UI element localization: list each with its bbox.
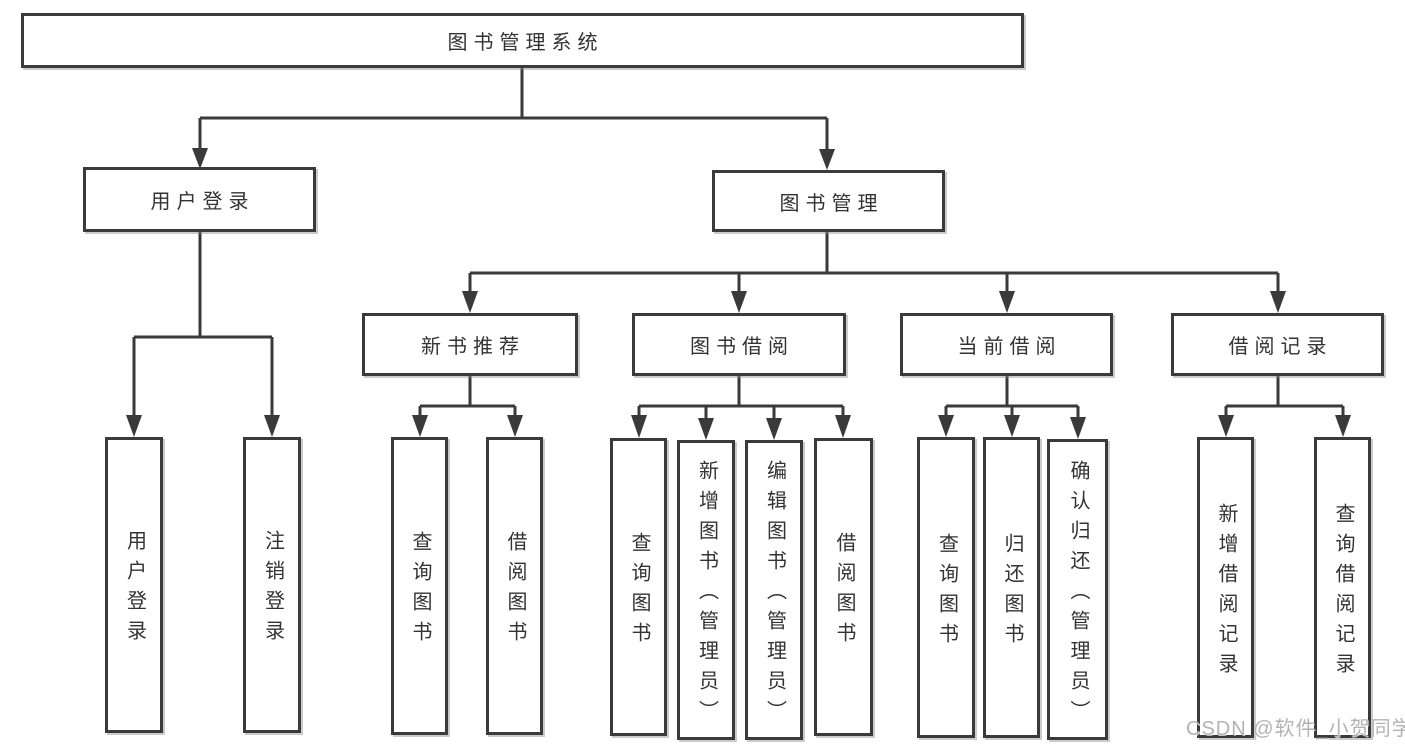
node-label: 用户登录 — [123, 530, 146, 650]
node-current-borrowing: 当前借阅 — [900, 313, 1113, 376]
node-label: 图书借阅 — [690, 336, 794, 358]
node-label: 新增借阅记录 — [1215, 502, 1237, 683]
connector-group-root — [192, 68, 835, 170]
node-cb-confirm-return-admin: 确认归还（管理员） — [1047, 439, 1108, 740]
connector-group-book-management — [462, 232, 1286, 313]
connector-group-book-borrow — [631, 376, 851, 440]
node-bb-query-books: 查询图书 — [610, 438, 667, 736]
node-label: 借阅记录 — [1228, 336, 1333, 358]
node-label: 确认归还（管理员） — [1067, 459, 1089, 730]
node-label: 编辑图书（管理员） — [763, 460, 786, 730]
node-borrowing-records: 借阅记录 — [1171, 313, 1384, 376]
node-label: 新书推荐 — [421, 336, 525, 358]
node-nbr-query-books: 查询图书 — [391, 437, 448, 735]
connector-group-user-login — [126, 232, 280, 437]
node-logout-action: 注销登录 — [243, 437, 301, 733]
node-book-management: 图书管理 — [712, 170, 945, 232]
node-label: 借阅图书 — [504, 531, 526, 651]
node-new-book-recommendation: 新书推荐 — [362, 313, 578, 376]
node-book-borrowing: 图书借阅 — [632, 313, 846, 376]
node-user-login-action: 用户登录 — [105, 437, 163, 733]
node-label: 注销登录 — [261, 530, 284, 650]
node-br-query-record: 查询借阅记录 — [1314, 437, 1371, 738]
node-bb-add-books-admin: 新增图书（管理员） — [677, 440, 735, 740]
node-label: 归还图书 — [1001, 532, 1023, 653]
node-label: 借阅图书 — [833, 532, 855, 652]
node-user-login: 用户登录 — [83, 167, 316, 232]
node-label: 查询借阅记录 — [1332, 502, 1354, 683]
node-label: 用户登录 — [150, 191, 255, 213]
connector-group-borrow-records — [1218, 376, 1351, 437]
node-nbr-borrow-books: 借阅图书 — [486, 437, 543, 735]
node-label: 图书管理 — [779, 192, 884, 215]
node-bb-borrow-books: 借阅图书 — [814, 438, 873, 736]
node-label: 图书管理系统 — [447, 32, 604, 54]
watermark: CSDN @软件_小贺同学 — [1186, 718, 1405, 740]
node-cb-query-books: 查询图书 — [917, 437, 975, 738]
connector-group-current-borrow — [938, 376, 1086, 439]
connector-group-new-book — [412, 376, 523, 437]
node-bb-edit-books-admin: 编辑图书（管理员） — [745, 440, 803, 740]
node-label: 查询图书 — [628, 532, 650, 652]
node-br-add-record: 新增借阅记录 — [1197, 437, 1254, 738]
node-label: 新增图书（管理员） — [695, 460, 718, 730]
node-cb-return-books: 归还图书 — [983, 437, 1040, 738]
node-library-management-system: 图书管理系统 — [21, 13, 1024, 68]
node-label: 查询图书 — [935, 532, 958, 653]
node-label: 查询图书 — [409, 531, 431, 651]
node-label: 当前借阅 — [957, 336, 1062, 358]
